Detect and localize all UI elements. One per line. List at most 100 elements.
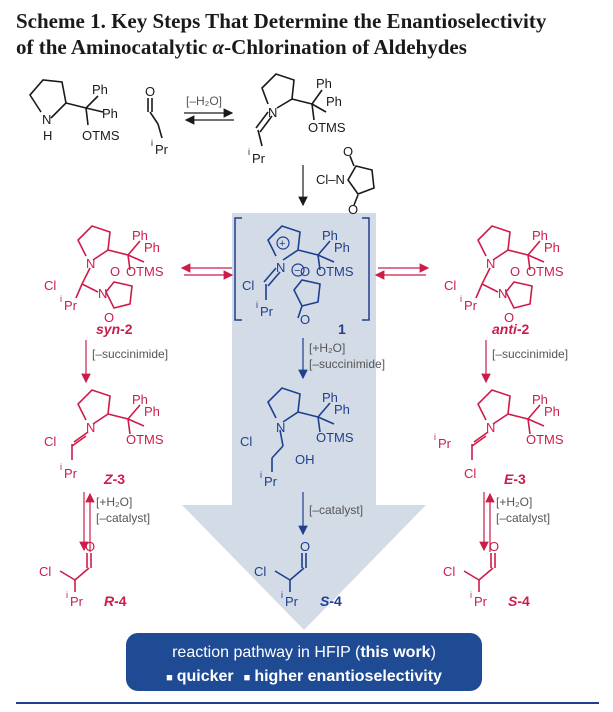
s-4-right-pr: Pr [474,594,488,609]
r-4-iso-prefix: i [66,590,68,600]
enamine-structure [255,73,327,147]
syn-2-ph-2: Ph [144,240,160,255]
label-z-3: Z-3 [103,471,125,487]
ncs-structure [347,155,375,206]
anti-2-cl: Cl [444,278,456,293]
enamine-pr: Pr [252,151,266,166]
z-3-structure [71,389,145,460]
title-alpha: α [212,35,225,59]
cond-minus-water: [–H₂O] [186,94,222,108]
iminium-cl: Cl [242,278,254,293]
s-4-right-cl: Cl [443,564,455,579]
z-3-otms: OTMS [126,432,164,447]
s4-center-iso-prefix: i [281,590,283,600]
hemiaminal-otms: OTMS [316,430,354,445]
enamine-ph-2: Ph [326,94,342,109]
z-3-n-atom: N [86,420,95,435]
anti-2-otms: OTMS [526,264,564,279]
s4-center-cl: Cl [254,564,266,579]
cond-minus-catalyst-right: [–catalyst] [496,511,550,525]
syn-2-iso-prefix: i [60,294,62,304]
label-s-4-right: S-4 [508,593,530,609]
catalyst-otms: OTMS [82,128,120,143]
badge-line-2: ■quicker■higher enantioselectivity [166,668,442,685]
title-line-2-pre: of the Aminocatalytic [16,35,213,59]
hemiaminal-pr: Pr [264,474,278,489]
s-4-right-iso-prefix: i [470,590,472,600]
e-3-iso-prefix: i [434,432,436,442]
aldehyde-iso-prefix: i [151,138,153,148]
s-4-right-o: O [489,539,499,554]
anti-2-n-succ: N [498,286,507,301]
cond-plus-water-center: [+H₂O] [309,341,345,355]
cond-minus-succinimide-right: [–succinimide] [492,347,568,361]
plus-charge-circle [276,236,290,250]
syn-2-o-atom: O [110,264,120,279]
catalyst-h-atom: H [43,128,52,143]
anti-2-ph-2: Ph [544,240,560,255]
ncs-o-top: O [343,144,353,159]
anti-2-structure [475,225,545,309]
syn-2-ph-1: Ph [132,228,148,243]
hemiaminal-cl: Cl [240,434,252,449]
r-4-cl: Cl [39,564,51,579]
iminium-o-atom: O [300,264,310,279]
enamine-n-atom: N [268,105,277,120]
iminium-o-lower: O [300,312,310,327]
anti-2-iso-prefix: i [460,294,462,304]
syn-2-otms: OTMS [126,264,164,279]
hemiaminal-n-atom: N [276,420,285,435]
label-anti-2: anti-2 [492,321,530,337]
syn-2-pr: Pr [64,298,78,313]
iminium-1-structure [263,225,335,319]
z-3-cl: Cl [44,434,56,449]
s-4-right-structure [463,553,496,592]
cond-plus-water-right: [+H₂O] [496,495,532,509]
anti-2-o-lower: O [504,310,514,325]
bracket-left [234,217,242,321]
catalyst-n-atom: N [42,112,51,127]
anti-2-pr: Pr [464,298,478,313]
syn-2-structure [75,225,145,309]
s4-center-pr: Pr [285,594,299,609]
e-3-otms: OTMS [526,432,564,447]
e-3-cl: Cl [464,466,476,481]
cond-minus-catalyst-left: [–catalyst] [96,511,150,525]
z-3-pr: Pr [64,466,78,481]
s4-center-o: O [300,539,310,554]
iminium-otms: OTMS [316,264,354,279]
scheme-title: Scheme 1. Key Steps That Determine the E… [16,8,606,60]
hemiaminal-oh: OH [295,452,315,467]
hemiaminal-structure [267,387,335,472]
ncs-cl-n: Cl–N [316,172,345,187]
syn-2-cl: Cl [44,278,56,293]
hfip-pathway-panel [182,213,426,630]
cond-minus-catalyst-center: [–catalyst] [309,503,363,517]
minus-charge: − [294,265,300,277]
cond-minus-succinimide-left: [–succinimide] [92,347,168,361]
enamine-ph-1: Ph [316,76,332,91]
aldehyde-structure [147,98,163,139]
aldehyde-pr: Pr [155,142,169,157]
bracket-right [362,217,370,321]
hfip-badge [126,633,482,691]
r-4-o: O [85,539,95,554]
iminium-n-atom: N [276,260,285,275]
e-3-structure [471,389,545,460]
cond-minus-succinimide-center: [–succinimide] [309,357,385,371]
label-e-3: E-3 [504,471,526,487]
hemiaminal-ph-1: Ph [322,390,338,405]
badge-line-1: reaction pathway in HFIP (this work) [172,644,436,661]
hemiaminal-ph-2: Ph [334,402,350,417]
s4-center-structure [274,553,307,592]
iminium-ph-1: Ph [322,228,338,243]
e-3-pr: Pr [438,436,452,451]
catalyst-ph-2: Ph [102,106,118,121]
iminium-iso-prefix: i [256,300,258,310]
anti-2-o-atom: O [510,264,520,279]
aldehyde-o-atom: O [145,84,155,99]
iminium-ph-2: Ph [334,240,350,255]
e-3-n-atom: N [486,420,495,435]
label-syn-2: syn-2 [96,321,133,337]
